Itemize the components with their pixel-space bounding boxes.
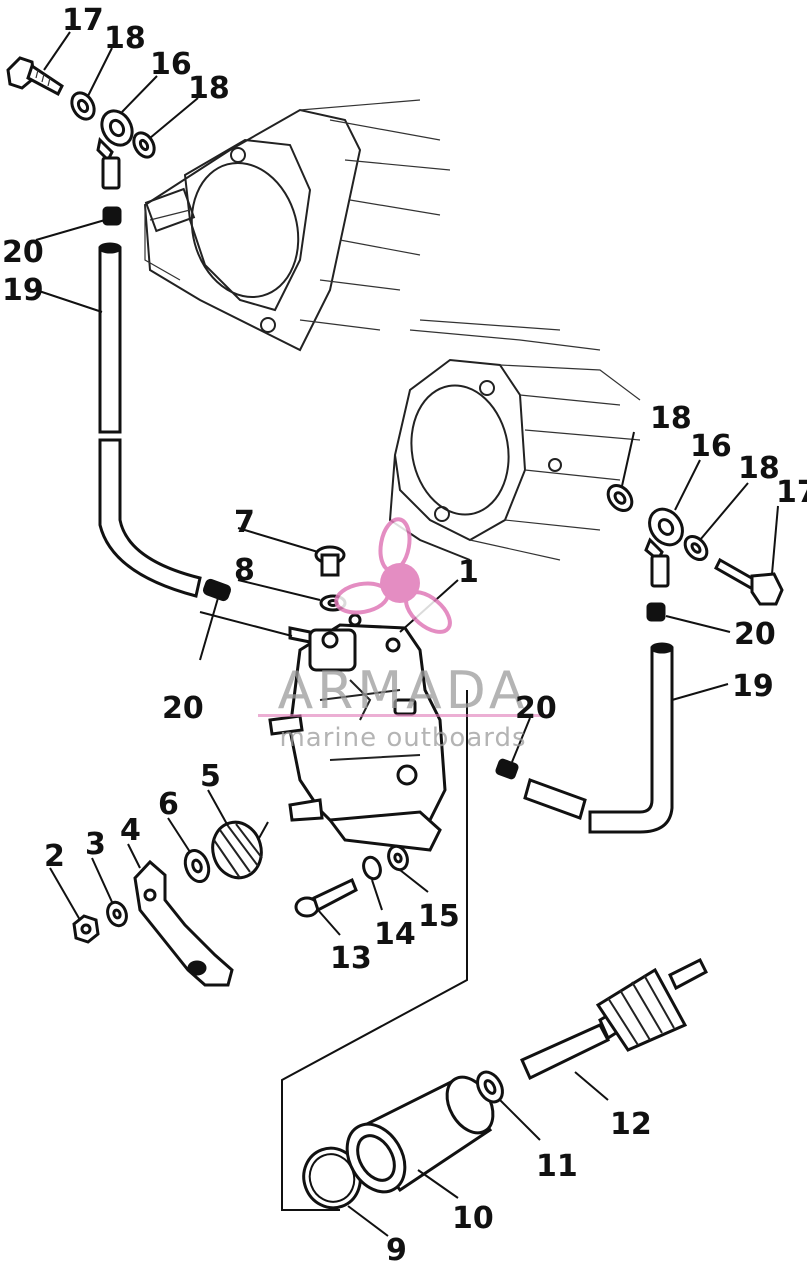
callout-19-upper: 19	[2, 273, 44, 308]
callout-18-right-1: 18	[650, 401, 692, 436]
mounting-lock-washer	[362, 855, 382, 881]
banjo-bolt-right	[714, 557, 784, 606]
washer-upper-1	[70, 91, 96, 121]
banjo-fitting-upper	[96, 109, 134, 190]
callout-16-right: 16	[690, 429, 732, 464]
propeller-logo	[334, 517, 452, 634]
callout-18-right-2: 18	[738, 451, 780, 486]
mounting-flat-washer	[387, 844, 409, 872]
engine-block-upper	[143, 99, 451, 352]
washer-right-2	[683, 534, 709, 562]
control-lever	[133, 859, 234, 987]
hose-clip-right	[646, 602, 666, 622]
callout-20-upper: 20	[2, 235, 44, 270]
mounting-bolt	[294, 877, 358, 918]
callout-13: 13	[330, 941, 372, 976]
callout-18-upper-1: 18	[104, 21, 146, 56]
banjo-bolt-upper	[6, 56, 64, 97]
oil-pump-body	[268, 613, 447, 852]
callout-20-right: 20	[734, 617, 776, 652]
hose-right	[495, 642, 674, 834]
callout-3: 3	[85, 827, 106, 862]
banjo-fitting-right	[644, 507, 684, 588]
callout-1: 1	[458, 555, 479, 590]
watermark: ARMADA marine outboards	[258, 517, 550, 753]
watermark-tagline: marine outboards	[279, 723, 526, 753]
callout-20-left: 20	[162, 691, 204, 726]
callout-labels: 17 18 16 18 20 19 7 8 1 20 18 16 18 17 2…	[2, 3, 807, 1264]
washer-right-1	[606, 483, 634, 513]
callout-15: 15	[418, 899, 460, 934]
callout-4: 4	[120, 813, 141, 848]
callout-7: 7	[234, 505, 255, 540]
hose-upper	[98, 242, 202, 598]
leader-lines	[35, 31, 779, 1237]
return-spring	[211, 820, 269, 880]
callout-10: 10	[452, 1201, 494, 1236]
thrust-washer	[476, 1070, 504, 1104]
callout-6: 6	[158, 787, 179, 822]
callout-2: 2	[44, 839, 65, 874]
callout-17-upper: 17	[62, 3, 104, 38]
callout-14: 14	[374, 917, 416, 952]
callout-5: 5	[200, 759, 221, 794]
assembly-line	[281, 690, 468, 1211]
nut	[72, 914, 100, 944]
watermark-underline	[258, 714, 550, 717]
bleed-screw	[314, 545, 346, 577]
callout-19-right: 19	[732, 669, 774, 704]
callout-18-upper-2: 18	[188, 71, 230, 106]
hose-clip-left	[202, 578, 232, 602]
hose-clip-upper	[102, 206, 122, 226]
callout-9: 9	[386, 1233, 407, 1264]
spacer-washer	[183, 849, 211, 883]
driven-gear-shaft	[520, 957, 708, 1081]
lock-washer	[106, 900, 128, 928]
callout-16-upper: 16	[150, 47, 192, 82]
engine-block-lower	[388, 319, 641, 561]
callout-8: 8	[234, 553, 255, 588]
callout-17-right: 17	[776, 475, 807, 510]
callout-11: 11	[536, 1149, 578, 1184]
callout-20-center: 20	[515, 691, 557, 726]
washer-upper-2	[132, 131, 156, 159]
watermark-brand: ARMADA	[278, 661, 529, 721]
callout-12: 12	[610, 1107, 652, 1142]
